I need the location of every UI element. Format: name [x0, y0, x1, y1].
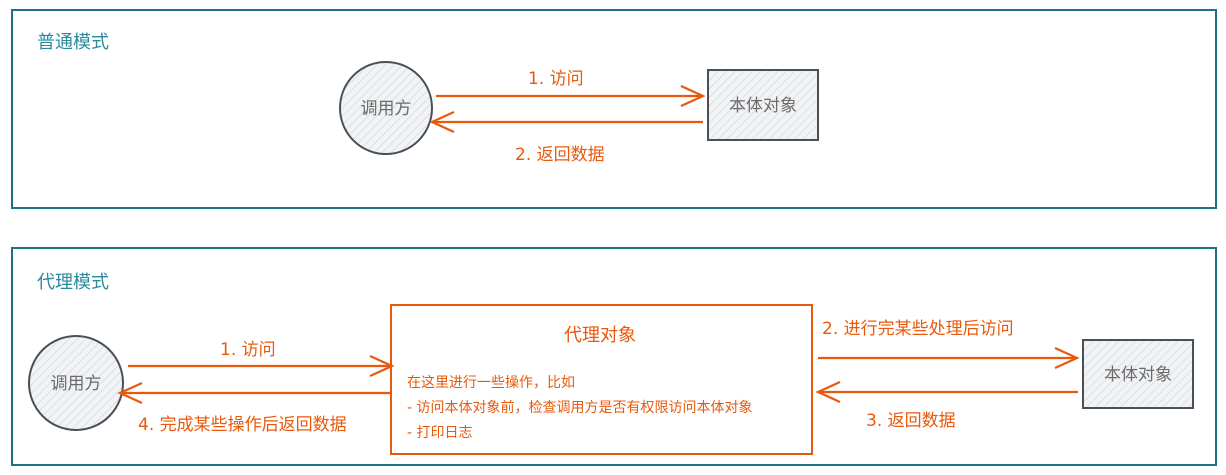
proxy-mode-frame: 代理模式 调用方 代理对象 在这里进行一些操作，比如 - 访问本体对象前，检查调…: [11, 247, 1217, 466]
proxy-line: - 打印日志: [407, 424, 473, 441]
proxy-title: 代理对象: [564, 325, 636, 346]
caller-label: 调用方: [361, 99, 412, 119]
access-arrow: [436, 84, 706, 108]
frame-border: [11, 9, 1217, 209]
target-node: [1082, 339, 1194, 409]
forward-arrow-label: 2. 进行完某些处理后访问: [822, 319, 1014, 339]
frame-title: 普通模式: [37, 32, 109, 53]
target-node: [707, 69, 819, 141]
proxy-line: - 访问本体对象前，检查调用方是否有权限访问本体对象: [407, 399, 753, 416]
return-arrow: [429, 110, 703, 134]
frame-title: 代理模式: [37, 272, 109, 293]
access-arrow-label: 1. 访问: [220, 340, 276, 360]
access-arrow: [128, 354, 395, 378]
caller-node: [339, 61, 433, 155]
forward-arrow: [818, 346, 1080, 370]
frame-border: [11, 247, 1217, 466]
normal-mode-frame: 普通模式 调用方 本体对象 1. 访问 2. 返回数据: [11, 9, 1217, 209]
data-arrow: [815, 380, 1078, 404]
proxy-node: [390, 304, 813, 455]
proxy-line: 在这里进行一些操作，比如: [407, 374, 575, 391]
return-arrow-label: 4. 完成某些操作后返回数据: [138, 415, 347, 435]
caller-label: 调用方: [51, 374, 102, 394]
access-arrow-label: 1. 访问: [528, 69, 584, 89]
target-label: 本体对象: [729, 96, 797, 116]
target-label: 本体对象: [1104, 365, 1172, 385]
return-arrow-label: 2. 返回数据: [515, 145, 605, 165]
data-arrow-label: 3. 返回数据: [866, 411, 956, 431]
return-arrow: [117, 381, 390, 405]
caller-node: [28, 335, 124, 431]
